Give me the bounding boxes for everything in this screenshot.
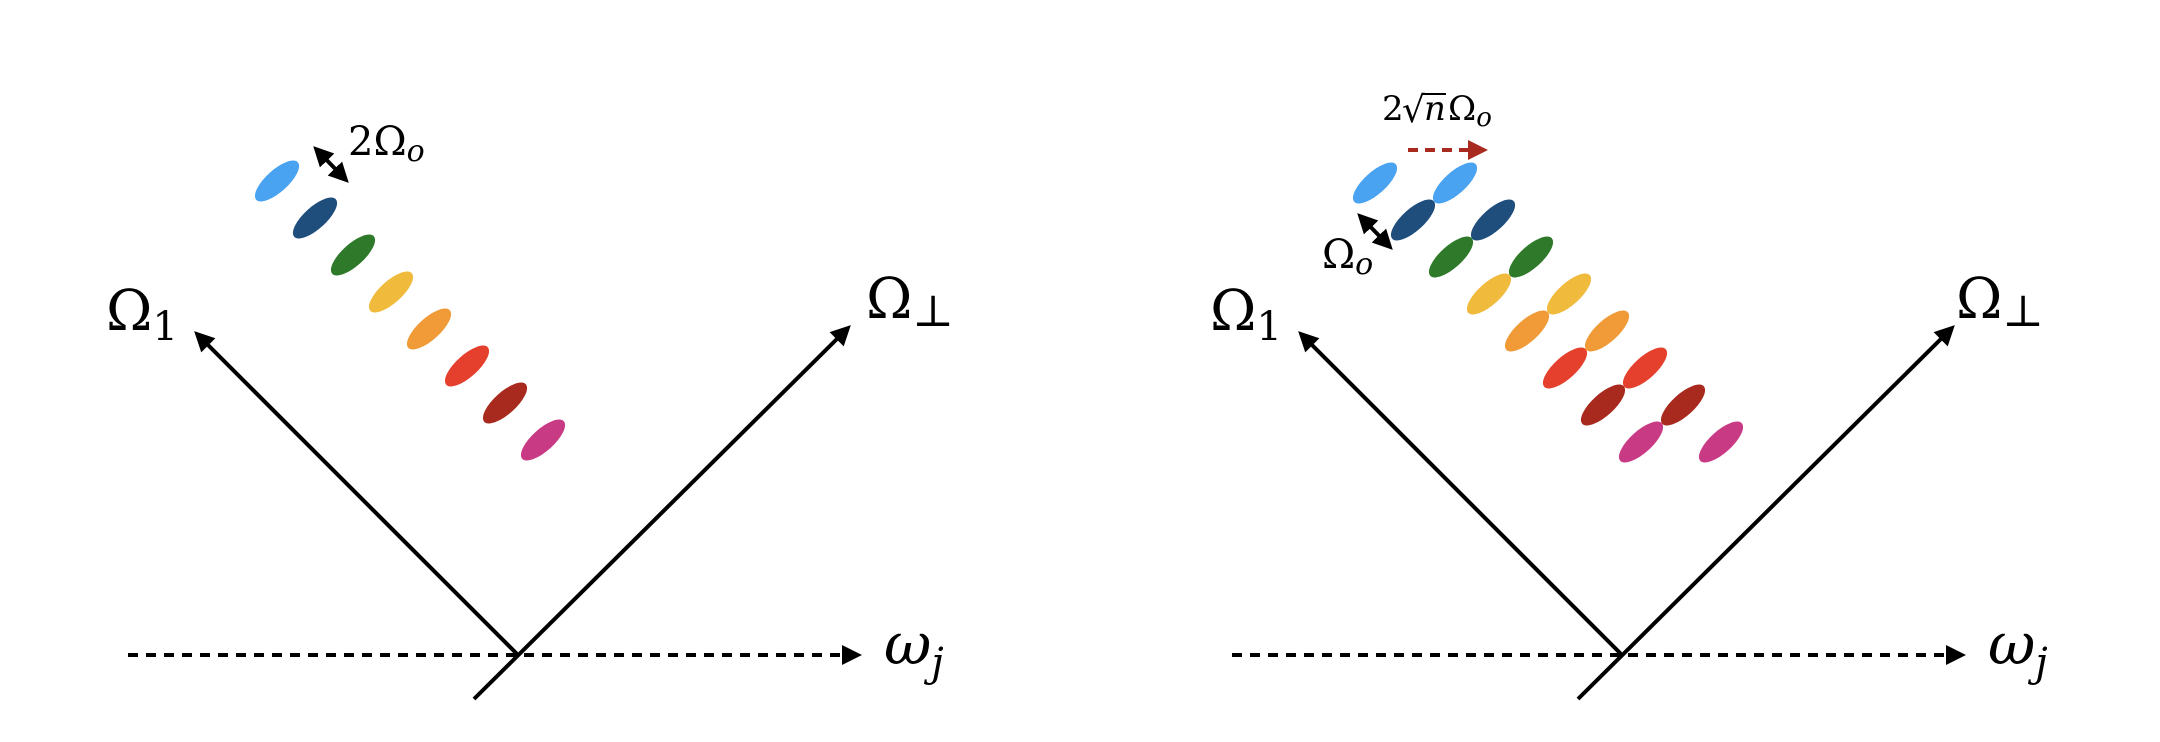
spectral-spot-col1-6 bbox=[1542, 347, 1588, 389]
omega-j-axis-label: ωj bbox=[1988, 610, 2048, 686]
spectral-spot-2 bbox=[292, 197, 338, 239]
spectral-spot-3 bbox=[330, 234, 376, 276]
omega-perp-axis bbox=[472, 325, 851, 701]
omega-perp-axis bbox=[1576, 325, 1955, 701]
spectral-spot-col1-3 bbox=[1428, 236, 1474, 278]
spectral-spot-4 bbox=[368, 271, 414, 313]
spectral-spot-col2-3 bbox=[1508, 236, 1554, 278]
spacing-label: Ωo bbox=[1322, 232, 1373, 282]
spacing-label: 2Ωo bbox=[348, 119, 425, 169]
spacing-arrow bbox=[1357, 213, 1393, 250]
spectral-spot-col2-5 bbox=[1584, 310, 1630, 352]
left-panel: Ω1 Ω⊥ ωj 2Ωo bbox=[106, 119, 954, 701]
omega-1-axis-label: Ω1 bbox=[1210, 279, 1282, 350]
spectral-spot-col1-1 bbox=[1352, 162, 1398, 204]
spectral-spot-col1-7 bbox=[1580, 384, 1626, 426]
omega-j-axis-label: ωj bbox=[884, 610, 944, 686]
spectral-spot-col2-4 bbox=[1546, 273, 1592, 315]
spectral-spot-6 bbox=[444, 345, 490, 387]
sqrt-sign: √ bbox=[1402, 90, 1425, 131]
spectral-spot-col1-5 bbox=[1504, 310, 1550, 352]
spectral-spot-8 bbox=[520, 419, 566, 461]
omega-perp-axis-label: Ω⊥ bbox=[866, 267, 954, 337]
omega-perp-axis-label: Ω⊥ bbox=[1956, 267, 2044, 337]
spectral-spot-col2-8 bbox=[1698, 421, 1744, 463]
omega-1-axis bbox=[194, 331, 520, 657]
shift-label-coefficient: 2 bbox=[1382, 89, 1404, 129]
spacing-arrow bbox=[313, 146, 349, 183]
spectral-spot-col1-4 bbox=[1466, 273, 1512, 315]
spectral-spot-5 bbox=[406, 308, 452, 350]
spectral-spot-col1-2 bbox=[1390, 199, 1436, 241]
spectral-spot-col2-1 bbox=[1432, 162, 1478, 204]
omega-1-axis-label: Ω1 bbox=[106, 279, 178, 350]
omega-1-axis bbox=[1298, 331, 1624, 657]
spectral-spot-col2-6 bbox=[1622, 347, 1668, 389]
spectral-spot-7 bbox=[482, 382, 528, 424]
spectral-spot-col2-2 bbox=[1470, 199, 1516, 241]
spot-columns-right bbox=[1352, 162, 1744, 463]
spot-column-left bbox=[254, 160, 566, 461]
spectral-spot-col1-8 bbox=[1618, 421, 1664, 463]
spectral-spot-col2-7 bbox=[1660, 384, 1706, 426]
shift-label: 2 √ n Ωo bbox=[1382, 89, 1492, 133]
spectral-spot-1 bbox=[254, 160, 300, 202]
right-panel: Ω1 Ω⊥ ωj 2 √ n Ωo Ωo bbox=[1210, 89, 2048, 701]
shift-label-root: n bbox=[1424, 89, 1446, 129]
shift-label-omega: Ωo bbox=[1448, 89, 1492, 133]
